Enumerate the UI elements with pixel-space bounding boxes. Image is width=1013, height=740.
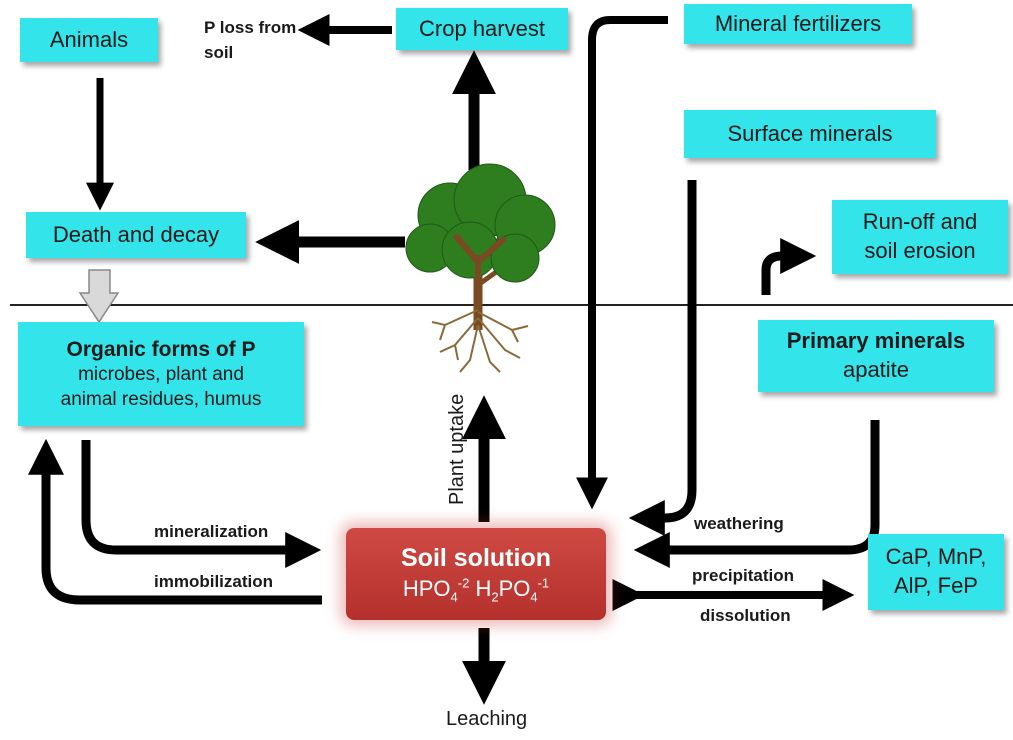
dissolution-label: dissolution	[700, 606, 791, 625]
primary-minerals-box: Primary minerals apatite	[758, 320, 994, 392]
runoff-line1: Run-off and	[862, 209, 978, 235]
arrow-decay-to-organic	[78, 269, 120, 324]
arrow-to-runoff	[761, 238, 817, 295]
weathering-label: weathering	[694, 514, 784, 533]
ion2-mid: PO	[498, 575, 531, 601]
runoff-erosion-box: Run-off and soil erosion	[832, 200, 1008, 274]
primary-line2: apatite	[842, 357, 910, 382]
ion1-sup: -2	[457, 575, 470, 591]
death-decay-label: Death and decay	[52, 221, 220, 247]
mineral-fertilizers-label: Mineral fertilizers	[714, 10, 882, 36]
organic-forms-box: Organic forms of P microbes, plant and a…	[18, 322, 304, 426]
primary-title: Primary minerals	[786, 328, 966, 354]
animals-box: Animals	[20, 18, 158, 62]
arrow-mineralization	[81, 440, 322, 568]
arrow-immobilization	[28, 438, 322, 605]
ion2-text: H	[475, 575, 492, 601]
death-decay-box: Death and decay	[26, 212, 246, 258]
immobilization-label: immobilization	[154, 572, 273, 591]
ion2-sup: -1	[537, 575, 550, 591]
surface-minerals-label: Surface minerals	[727, 120, 893, 146]
p-loss-line1: P loss from	[204, 18, 297, 37]
crop-harvest-label: Crop harvest	[419, 15, 545, 41]
soil-solution-title: Soil solution	[401, 544, 551, 573]
soil-solution-formula: HPO4-2 H2PO4-1	[403, 575, 549, 606]
p-loss-label: P loss from soil	[204, 16, 296, 65]
precipitates-box: CaP, MnP, AlP, FeP	[868, 534, 1004, 610]
ion1-text: HPO	[402, 575, 451, 601]
precipitation-label: precipitation	[692, 566, 795, 585]
mineralization-label: mineralization	[154, 522, 269, 541]
crop-harvest-box: Crop harvest	[396, 8, 568, 50]
organic-title: Organic forms of P	[66, 337, 256, 361]
leaching-label: Leaching	[446, 708, 528, 730]
soil-solution-box: Soil solution HPO4-2 H2PO4-1	[346, 528, 606, 620]
ion2-sub1: 2	[491, 589, 499, 604]
arrow-surface-minerals-to-solution	[628, 180, 697, 536]
surface-minerals-box: Surface minerals	[684, 110, 936, 158]
precipitates-line2: AlP, FeP	[894, 573, 978, 598]
mineral-fertilizers-box: Mineral fertilizers	[684, 4, 912, 44]
p-loss-line2: soil	[204, 42, 234, 62]
ion1-sub: 4	[450, 589, 458, 604]
ion2-sub2: 4	[530, 589, 538, 604]
plant-uptake-label: Plant uptake	[446, 393, 468, 505]
precipitates-line1: CaP, MnP,	[885, 544, 987, 570]
organic-line2: microbes, plant and	[78, 363, 244, 385]
tree-icon	[405, 163, 556, 373]
arrow-fertilizers-to-solution	[576, 16, 668, 510]
runoff-line2: soil erosion	[864, 238, 976, 263]
animals-label: Animals	[49, 26, 129, 52]
organic-line3: animal residues, humus	[60, 388, 262, 410]
